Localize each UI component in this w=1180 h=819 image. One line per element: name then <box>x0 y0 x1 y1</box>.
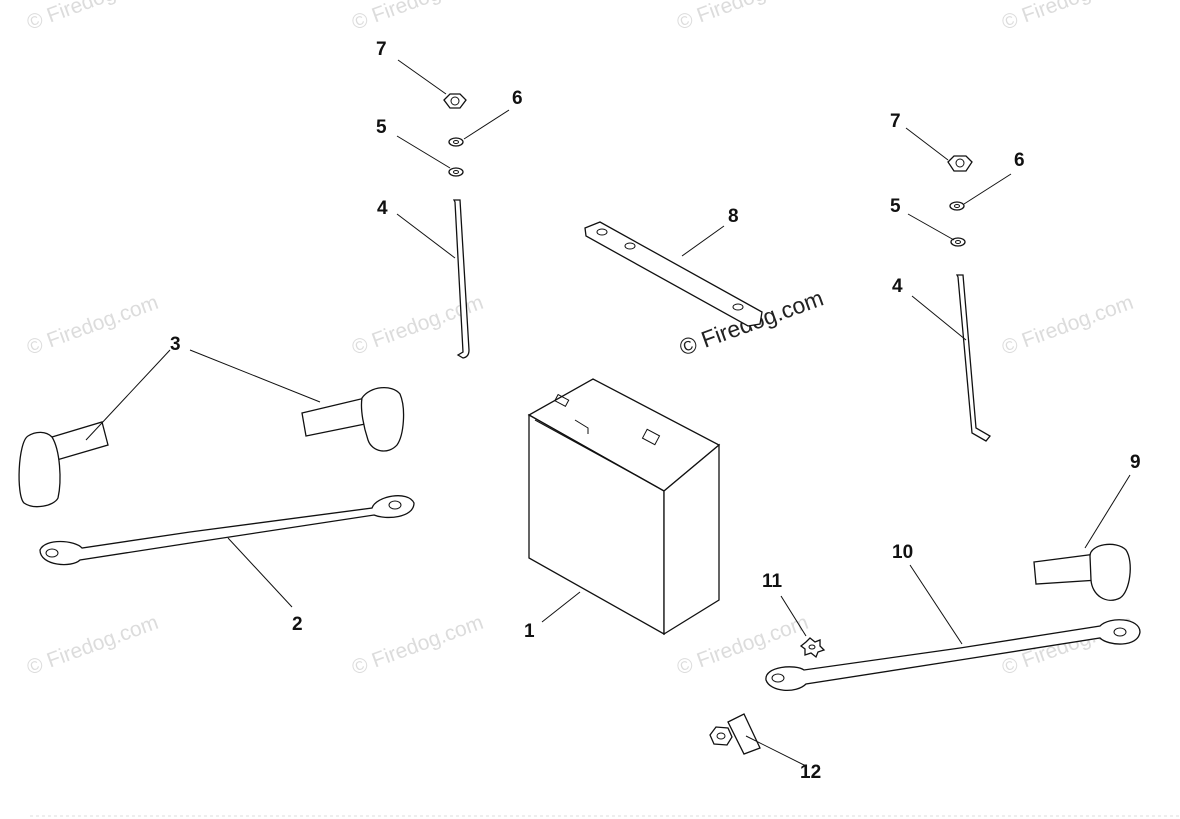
part-label: 6 <box>512 88 523 109</box>
part-label: 7 <box>890 111 901 132</box>
hold-down-bracket <box>584 221 763 327</box>
cable-left <box>39 495 415 566</box>
part-labels: 7 6 5 4 3 2 8 1 7 6 5 4 9 10 11 12 <box>170 39 1141 783</box>
boot-right <box>1033 543 1131 601</box>
part-label: 10 <box>892 542 913 563</box>
watermark: © Firedog.com <box>24 611 162 680</box>
washer-right <box>950 237 966 247</box>
bolt <box>709 713 761 755</box>
washer-left <box>448 167 464 177</box>
watermark: © Firedog.com <box>349 611 487 680</box>
boot-left-1 <box>18 421 109 508</box>
watermark: © Firedog.com <box>24 0 162 35</box>
cable-right <box>765 619 1141 691</box>
battery <box>527 378 721 636</box>
watermark: © Firedog.com <box>999 291 1137 360</box>
part-label: 8 <box>728 206 739 227</box>
part-label: 2 <box>292 614 303 635</box>
leader-lines <box>85 59 1131 767</box>
watermark: © Firedog.com <box>674 0 812 35</box>
part-label: 6 <box>1014 150 1025 171</box>
part-label: 5 <box>890 196 901 217</box>
boot-left-2 <box>301 387 405 452</box>
rod-right <box>955 274 991 442</box>
nut-left <box>443 93 467 109</box>
nut-right <box>947 155 973 172</box>
lockwasher-right <box>949 201 965 211</box>
lockwasher-left <box>448 137 464 147</box>
star-washer <box>799 637 826 659</box>
rod-left <box>452 199 470 359</box>
part-label: 7 <box>376 39 387 60</box>
part-label: 4 <box>377 198 388 219</box>
part-label: 4 <box>892 276 903 297</box>
part-label: 11 <box>762 571 783 592</box>
watermark: © Firedog.com <box>349 0 487 35</box>
watermark: © Firedog.com <box>999 0 1137 35</box>
part-label: 12 <box>800 762 821 783</box>
part-label: 5 <box>376 117 387 138</box>
watermark: © Firedog.com <box>24 291 162 360</box>
part-label: 9 <box>1130 452 1141 473</box>
part-label: 3 <box>170 334 181 355</box>
part-label: 1 <box>524 621 535 642</box>
